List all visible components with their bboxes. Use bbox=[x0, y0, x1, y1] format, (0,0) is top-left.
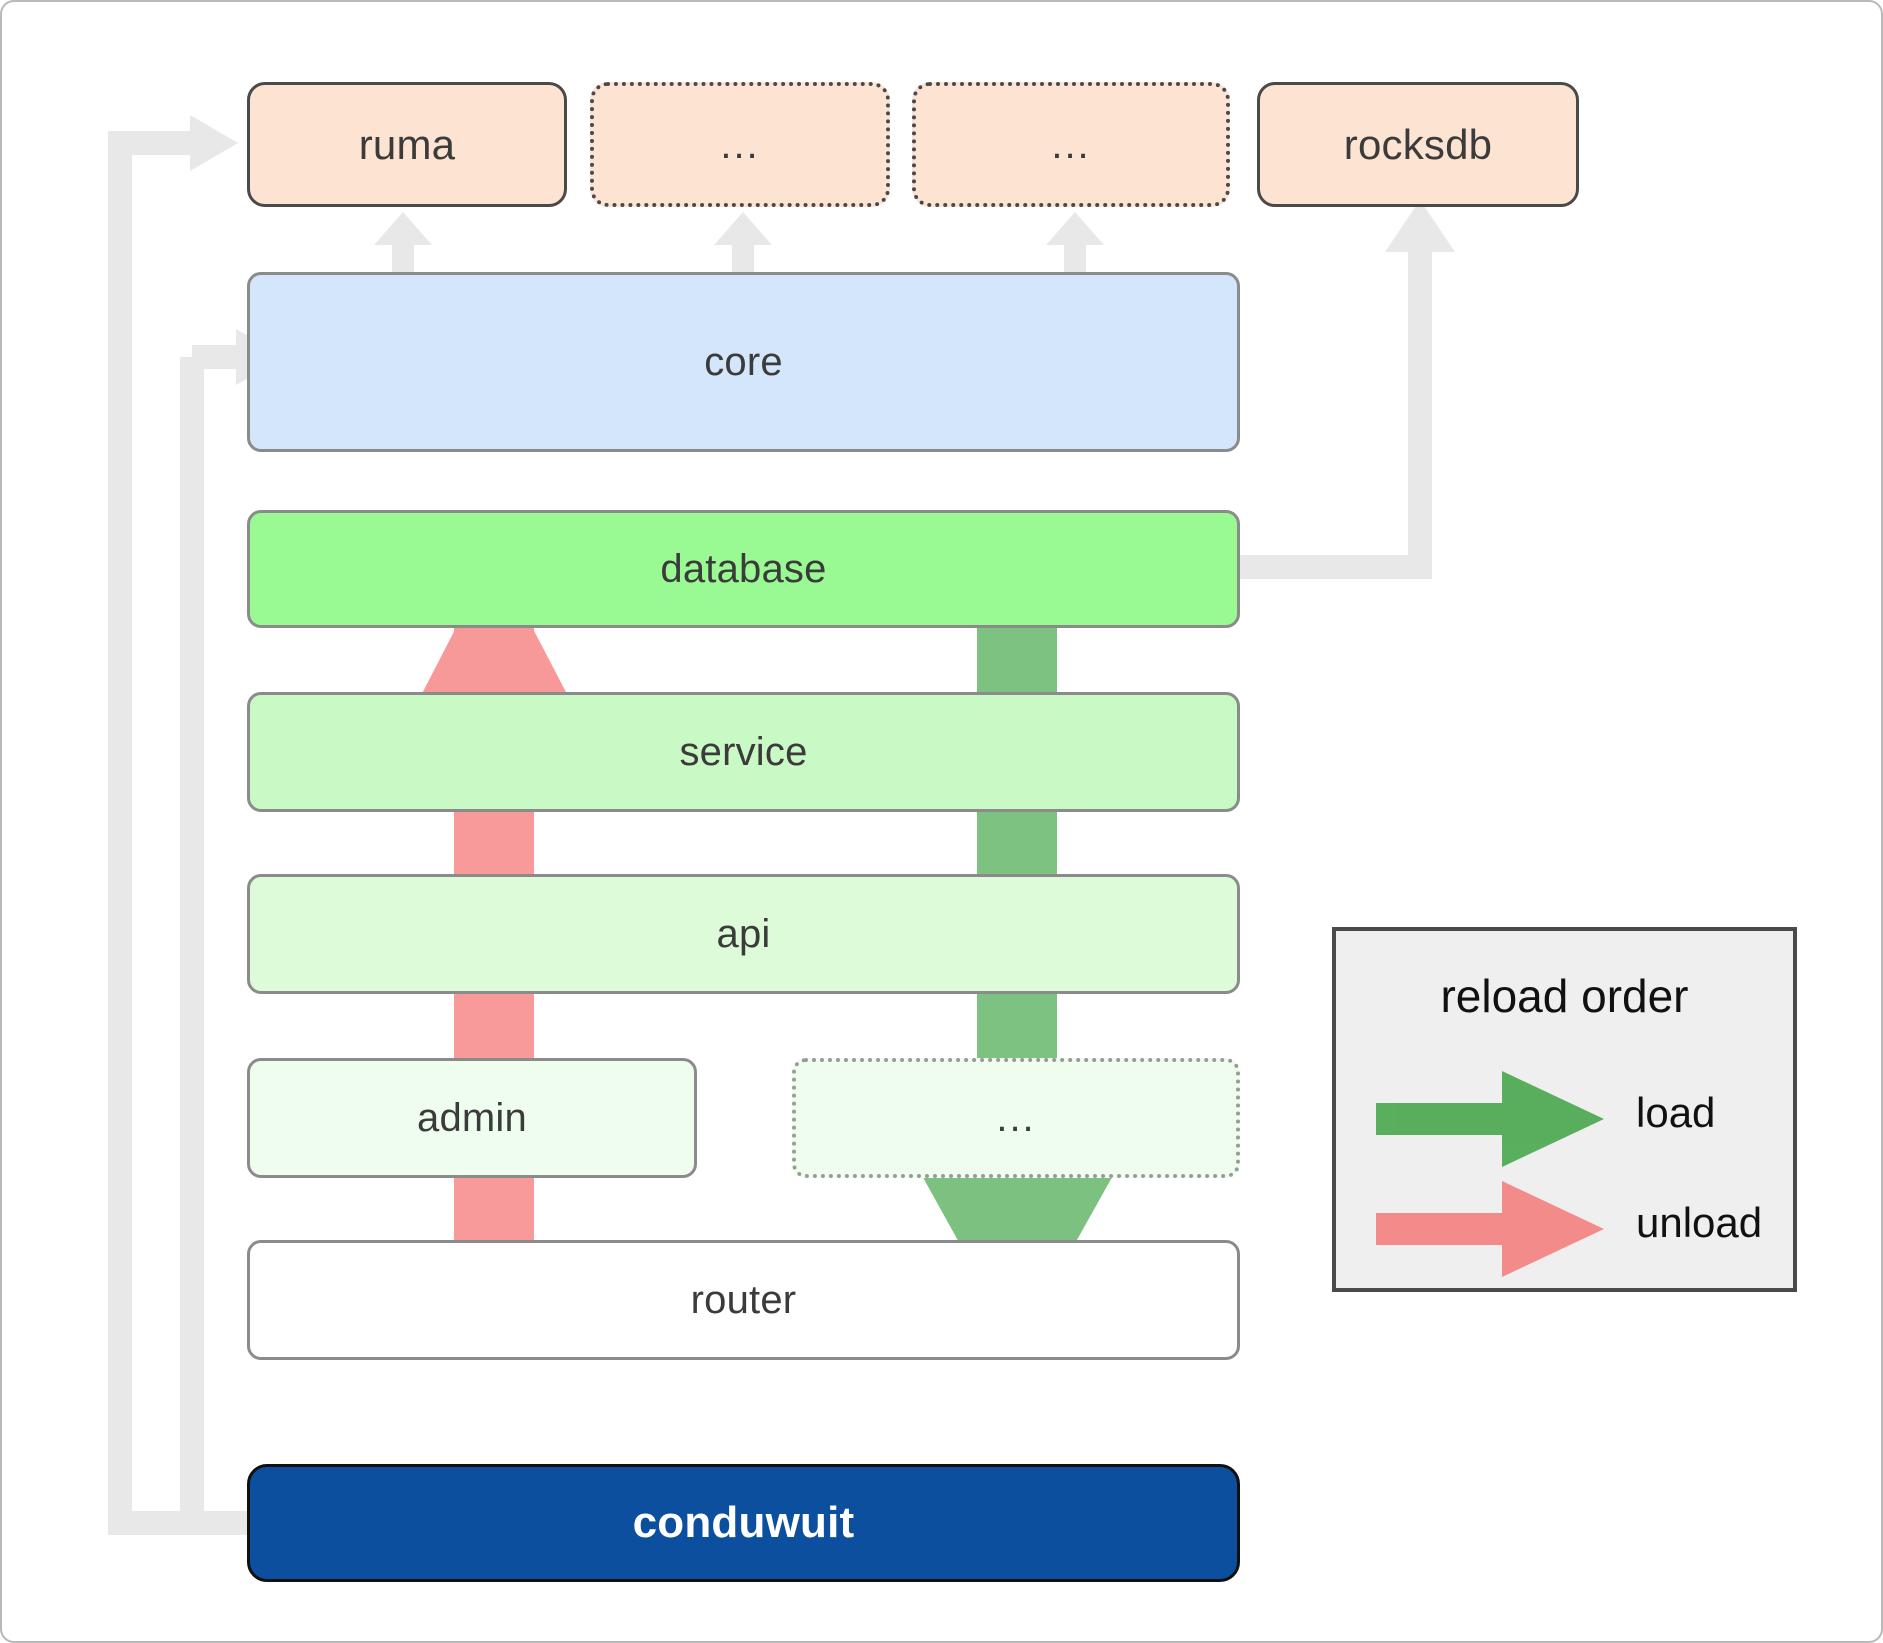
layer-label-api: api bbox=[716, 911, 771, 956]
dependency-box-ruma[interactable]: ruma bbox=[247, 82, 567, 207]
legend-label-unload: unload bbox=[1636, 1199, 1763, 1246]
arrow-core-to-ellipsis-1 bbox=[714, 212, 772, 278]
dependency-box-rocksdb[interactable]: rocksdb bbox=[1257, 82, 1579, 207]
layer-label-core: core bbox=[704, 339, 783, 384]
layer-label-router: router bbox=[690, 1277, 797, 1322]
dependency-label-ellipsis-1: ... bbox=[720, 122, 760, 167]
connector-core-to-deps bbox=[374, 212, 1104, 278]
layer-box-service[interactable]: service bbox=[247, 692, 1240, 812]
layer-label-admin: admin bbox=[417, 1095, 527, 1140]
legend-panel: reload order load unload bbox=[1332, 927, 1797, 1292]
layer-box-core[interactable]: core bbox=[247, 272, 1240, 452]
layer-box-database[interactable]: database bbox=[247, 510, 1240, 628]
dependency-label-rocksdb: rocksdb bbox=[1343, 120, 1493, 168]
arrow-core-to-ellipsis-2 bbox=[1046, 212, 1104, 278]
root-label-conduwuit: conduwuit bbox=[632, 1498, 855, 1547]
connector-database-to-rocksdb bbox=[1232, 200, 1455, 579]
layer-label-ellipsis: ... bbox=[996, 1096, 1036, 1140]
legend-row-unload: unload bbox=[1336, 1181, 1793, 1277]
layer-box-admin[interactable]: admin bbox=[247, 1058, 697, 1178]
legend-arrow-load-icon bbox=[1376, 1071, 1604, 1167]
layer-label-database: database bbox=[660, 546, 827, 591]
layer-box-api[interactable]: api bbox=[247, 874, 1240, 994]
legend-row-load: load bbox=[1336, 1071, 1793, 1167]
legend-title: reload order bbox=[1440, 970, 1689, 1022]
legend-arrow-unload-icon bbox=[1376, 1181, 1604, 1277]
dependency-label-ruma: ruma bbox=[358, 120, 456, 168]
root-box-conduwuit[interactable]: conduwuit bbox=[247, 1464, 1240, 1582]
layer-box-router[interactable]: router bbox=[247, 1240, 1240, 1360]
dependency-label-ellipsis-2: ... bbox=[1051, 122, 1091, 167]
dependency-box-ellipsis-2[interactable]: ... bbox=[912, 82, 1230, 207]
legend-label-load: load bbox=[1636, 1089, 1716, 1136]
arrow-core-to-ruma bbox=[374, 212, 432, 278]
dependency-box-ellipsis-1[interactable]: ... bbox=[590, 82, 890, 207]
layer-label-service: service bbox=[679, 729, 808, 774]
layer-box-ellipsis[interactable]: ... bbox=[792, 1058, 1240, 1178]
